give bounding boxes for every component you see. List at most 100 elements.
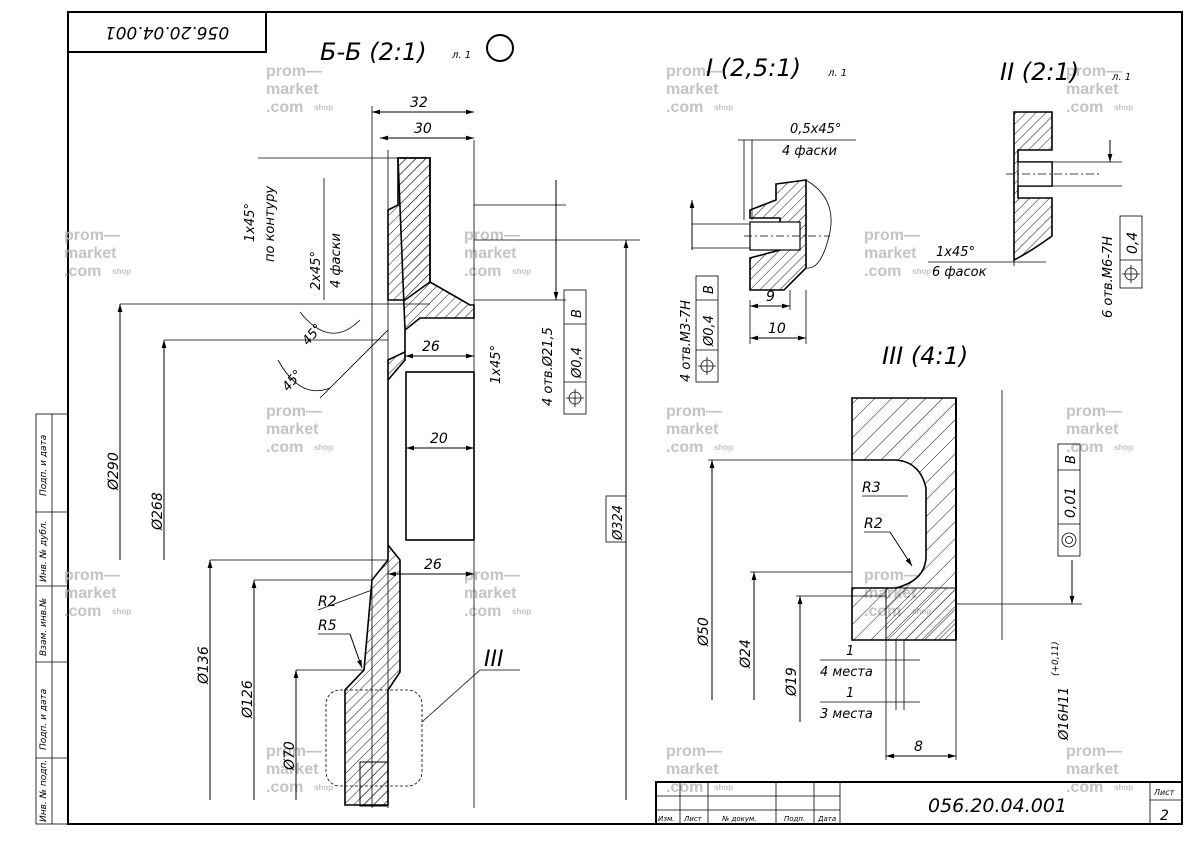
svg-text:market: market — [666, 421, 719, 438]
chamfer-contour: по контуру — [263, 186, 278, 262]
title-block: Изм. Лист № докум. Подп. Дата 056.20.04.… — [655, 781, 1183, 825]
d3-places3: 3 места — [820, 707, 873, 722]
svg-text:shop: shop — [112, 267, 131, 276]
watermark: prom— market .com shop — [1066, 403, 1133, 456]
d1-chamfer-count: 4 фаски — [782, 144, 837, 159]
svg-text:shop: shop — [714, 443, 733, 452]
svg-text:shop: shop — [1114, 103, 1133, 112]
svg-text:shop: shop — [512, 267, 531, 276]
svg-text:.com: .com — [666, 99, 703, 116]
tolerance-frame-main: Ø0,4 B — [563, 289, 587, 415]
chamfer-1x45: 1x45° — [243, 203, 258, 242]
d1-dim-10: 10 — [768, 321, 786, 337]
watermark: prom— market .com shop — [266, 743, 333, 796]
detail-1-body — [749, 179, 807, 291]
svg-text:shop: shop — [314, 103, 333, 112]
dim-20: 20 — [430, 431, 448, 447]
svg-text:shop: shop — [314, 443, 333, 452]
svg-text:shop: shop — [714, 783, 733, 792]
d3-dim-1a: 1 — [846, 644, 854, 659]
tolerance-datum: B — [570, 309, 585, 318]
tb-col-date: Дата — [817, 815, 836, 823]
angle-45-a: 45° — [300, 321, 326, 348]
stamp-label: Подп. и дата — [39, 689, 49, 750]
radius-r5: R5 — [318, 618, 337, 634]
detail-iii-label: III — [484, 647, 503, 672]
svg-text:market: market — [266, 81, 319, 98]
d2-holes: 6 отв.М6-7Н — [1101, 236, 1116, 318]
chamfer-4: 4 фаски — [329, 233, 344, 288]
svg-text:prom—: prom— — [64, 227, 120, 244]
watermark: prom— market .com shop — [666, 63, 733, 116]
dim-d136: Ø136 — [196, 646, 212, 685]
d1-chamfer: 0,5x45° — [790, 122, 841, 137]
watermark: prom— market .com shop — [266, 63, 333, 116]
tb-col-sign: Подп. — [784, 815, 805, 823]
tolerance-value: 0,01 — [1063, 487, 1079, 518]
svg-text:prom—: prom— — [464, 567, 520, 584]
d3-dia16: Ø16H11 — [1057, 687, 1072, 741]
chamfer-2x45: 2x45° — [309, 251, 324, 290]
svg-text:shop: shop — [1114, 443, 1133, 452]
watermark: prom— market .com shop — [666, 403, 733, 456]
tolerance-value: 0,4 — [1125, 232, 1141, 254]
svg-text:shop: shop — [112, 607, 131, 616]
svg-text:market: market — [266, 761, 319, 778]
svg-text:market: market — [666, 81, 719, 98]
tb-sheet-label: Лист — [1153, 788, 1175, 797]
svg-text:market: market — [864, 245, 917, 262]
svg-text:.com: .com — [1066, 439, 1103, 456]
dim-d290: Ø290 — [106, 452, 122, 491]
svg-text:market: market — [1066, 421, 1119, 438]
stamp-label: Подп. и дата — [39, 435, 49, 496]
detail-2-title: II (2:1) — [1000, 58, 1079, 86]
svg-text:market: market — [64, 245, 117, 262]
svg-text:.com: .com — [266, 439, 303, 456]
chamfer-1x45-b: 1x45° — [489, 345, 504, 384]
dim-30: 30 — [414, 121, 432, 137]
svg-text:market: market — [464, 585, 517, 602]
d3-r3: R3 — [862, 480, 881, 496]
tolerance-frame-d3: 0,01 B — [1057, 443, 1081, 557]
svg-text:prom—: prom— — [666, 403, 722, 420]
watermark: prom— market .com shop — [1066, 63, 1133, 116]
detail-3-title: III (4:1) — [882, 342, 968, 370]
section-bb: Б-Б (2:1) л. 1 III 32 30 1x45° по контур… — [106, 34, 640, 808]
detail-2-sheet-ref: л. 1 — [1111, 72, 1131, 83]
angle-45-b: 45° — [280, 367, 306, 394]
watermark: prom— market .com shop — [64, 227, 131, 280]
svg-text:.com: .com — [666, 439, 703, 456]
tb-col-list: Лист — [683, 815, 703, 823]
svg-text:.com: .com — [464, 603, 501, 620]
svg-text:prom—: prom— — [666, 63, 722, 80]
svg-text:.com: .com — [464, 263, 501, 280]
d2-chamfer-count: 6 фасок — [932, 265, 987, 280]
svg-text:prom—: prom— — [864, 567, 920, 584]
d3-dia50: Ø50 — [696, 617, 712, 647]
watermark: prom— market .com shop — [266, 403, 333, 456]
d1-dim-9: 9 — [766, 289, 775, 305]
svg-text:prom—: prom— — [1066, 743, 1122, 760]
watermark: prom— market .com shop — [464, 567, 531, 620]
svg-text:.com: .com — [1066, 779, 1103, 796]
svg-text:shop: shop — [714, 103, 733, 112]
hub-section — [344, 157, 475, 806]
svg-text:.com: .com — [266, 779, 303, 796]
dim-32: 32 — [410, 95, 428, 111]
concentricity-icon — [1061, 532, 1077, 548]
stamp-label: Инв. № дубл. — [39, 520, 49, 582]
svg-text:prom—: prom— — [266, 63, 322, 80]
svg-text:shop: shop — [512, 607, 531, 616]
tolerance-datum: B — [1064, 455, 1079, 464]
stamp-label: Инв. № подп. — [39, 760, 49, 822]
svg-text:shop: shop — [912, 267, 931, 276]
d3-dim-8: 8 — [914, 739, 923, 755]
svg-text:market: market — [64, 585, 117, 602]
detail-2: II (2:1) л. 1 6 отв.М6-7Н 0,4 1x45° 6 фа… — [928, 58, 1143, 318]
svg-text:prom—: prom— — [266, 403, 322, 420]
svg-text:prom—: prom— — [666, 743, 722, 760]
d3-places4: 4 места — [820, 665, 873, 680]
watermark: prom— market .com shop — [864, 227, 931, 280]
tolerance-value: Ø0,4 — [702, 315, 717, 347]
